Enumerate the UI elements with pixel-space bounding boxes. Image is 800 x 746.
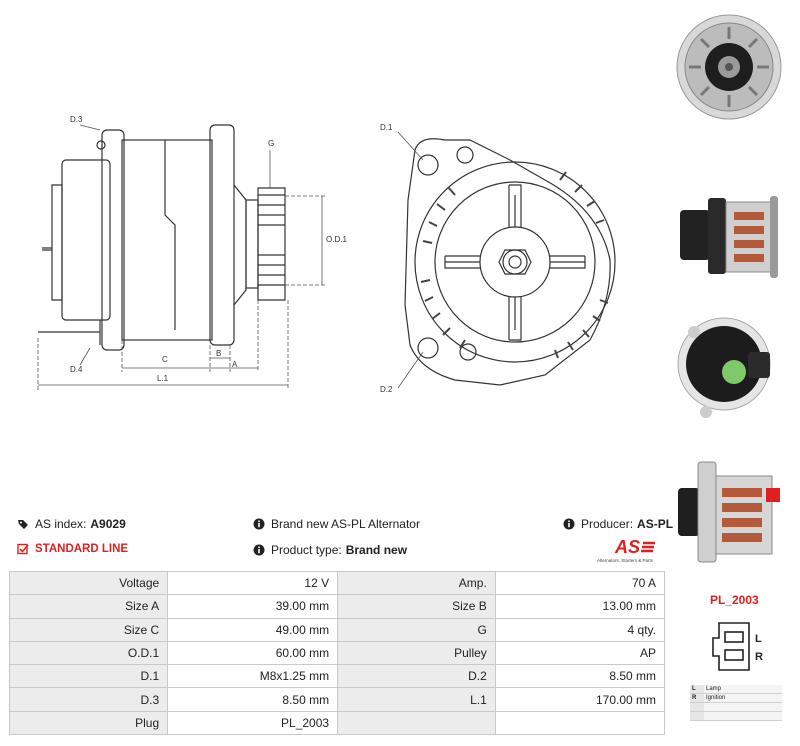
spec-label: D.1	[8, 664, 169, 689]
logo-main: AS	[615, 537, 641, 557]
spec-value: 70 A	[494, 570, 666, 596]
description-text: Brand new AS-PL Alternator	[271, 517, 420, 531]
label-od1: O.D.1	[326, 235, 347, 244]
list-item	[690, 711, 782, 721]
label-l1: L.1	[157, 374, 169, 383]
alternator-side-and-front-view: D.3 G O.D.1 D.4 C B A L.1	[37, 115, 616, 394]
product-photo-angle[interactable]	[670, 448, 788, 568]
legend-value: Ignition	[704, 693, 782, 703]
standard-line-label: STANDARD LINE	[35, 543, 129, 555]
spec-label: O.D.1	[8, 640, 169, 666]
technical-drawing: D.3 G O.D.1 D.4 C B A L.1	[37, 115, 616, 394]
legend-key	[690, 702, 704, 712]
table-row: Voltage 12 V Amp. 70 A	[8, 570, 666, 596]
label-d2: D.2	[380, 385, 393, 394]
producer-value: AS-PL	[637, 517, 674, 531]
label-c: C	[162, 355, 168, 364]
spec-value: M8x1.25 mm	[167, 664, 339, 689]
spec-label: Amp.	[337, 570, 496, 596]
spec-value: AP	[494, 640, 666, 666]
spec-label: G	[337, 617, 496, 642]
spec-label	[337, 710, 496, 736]
spec-label: L.1	[337, 687, 496, 712]
spec-label: Size C	[8, 617, 169, 642]
tag-icon	[18, 520, 28, 529]
table-row: Plug PL_2003	[8, 710, 666, 736]
table-row: Size C 49.00 mm G 4 qty.	[8, 617, 666, 642]
info-icon	[563, 518, 575, 530]
list-item	[690, 702, 782, 712]
alternator-angle-photo-icon	[678, 461, 780, 563]
spec-value: 12 V	[167, 570, 339, 596]
label-a: A	[232, 360, 238, 369]
as-pl-logo: AS Alternators, Starters & Parts	[597, 537, 661, 567]
label-d3: D.3	[70, 115, 83, 124]
as-index-value: A9029	[90, 517, 126, 531]
spec-value: PL_2003	[167, 710, 339, 736]
spec-label: Pulley	[337, 640, 496, 666]
producer: Producer: AS-PL	[563, 517, 673, 531]
product-photo-side[interactable]	[670, 178, 788, 298]
spec-value: 170.00 mm	[494, 687, 666, 712]
spec-value: 4 qty.	[494, 617, 666, 642]
logo-stripes-icon	[641, 541, 655, 553]
spec-value	[494, 710, 666, 736]
info-icon	[253, 518, 265, 530]
spec-label: Plug	[8, 710, 169, 736]
spec-label: Size A	[8, 594, 169, 619]
spec-value: 49.00 mm	[167, 617, 339, 642]
spec-value: 60.00 mm	[167, 640, 339, 666]
as-index: AS index: A9029	[17, 517, 126, 531]
spec-value: 13.00 mm	[494, 594, 666, 619]
legend-key	[690, 711, 704, 721]
plug-title: PL_2003	[710, 593, 759, 607]
legend-value: Lamp	[704, 685, 782, 694]
spec-label: Voltage	[8, 570, 169, 596]
producer-label: Producer:	[581, 517, 634, 531]
checkbox-icon	[17, 543, 29, 555]
spec-label: Size B	[337, 594, 496, 619]
label-d4: D.4	[70, 365, 83, 374]
spec-value: 8.50 mm	[494, 664, 666, 689]
spec-label: D.2	[337, 664, 496, 689]
label-b: B	[216, 349, 221, 358]
product-photo-rear[interactable]	[670, 302, 788, 422]
logo-subtitle: Alternators, Starters & Parts	[597, 558, 654, 563]
table-row: O.D.1 60.00 mm Pulley AP	[8, 640, 666, 666]
spec-table: Voltage 12 V Amp. 70 A Size A 39.00 mm S…	[8, 570, 666, 736]
table-row: Size A 39.00 mm Size B 13.00 mm	[8, 594, 666, 619]
table-row: D.1 M8x1.25 mm D.2 8.50 mm	[8, 664, 666, 689]
plug-icon: L R	[712, 622, 763, 671]
product-photo-front[interactable]	[670, 5, 788, 125]
product-type: Product type: Brand new	[253, 543, 407, 557]
label-g: G	[268, 139, 274, 148]
spec-label: D.3	[8, 687, 169, 712]
label-d1: D.1	[380, 123, 393, 132]
description: Brand new AS-PL Alternator	[253, 517, 420, 531]
plug-pin-r: R	[755, 651, 763, 663]
plug-legend: L Lamp R Ignition	[690, 685, 782, 721]
alternator-front-photo-icon	[676, 14, 782, 120]
alternator-side-photo-icon	[680, 196, 778, 278]
legend-key: R	[690, 693, 704, 703]
product-type-label: Product type:	[271, 543, 342, 557]
as-index-label: AS index:	[35, 517, 87, 531]
product-type-value: Brand new	[345, 543, 408, 557]
table-row: D.3 8.50 mm L.1 170.00 mm	[8, 687, 666, 712]
standard-line: STANDARD LINE	[17, 543, 128, 555]
plug-pin-l: L	[755, 633, 762, 645]
legend-value	[704, 702, 782, 712]
list-item: L Lamp	[690, 685, 782, 694]
alternator-rear-photo-icon	[677, 317, 771, 418]
legend-value	[704, 711, 782, 721]
legend-key: L	[690, 685, 704, 694]
info-icon	[253, 544, 265, 556]
spec-value: 8.50 mm	[167, 687, 339, 712]
spec-value: 39.00 mm	[167, 594, 339, 619]
list-item: R Ignition	[690, 693, 782, 703]
